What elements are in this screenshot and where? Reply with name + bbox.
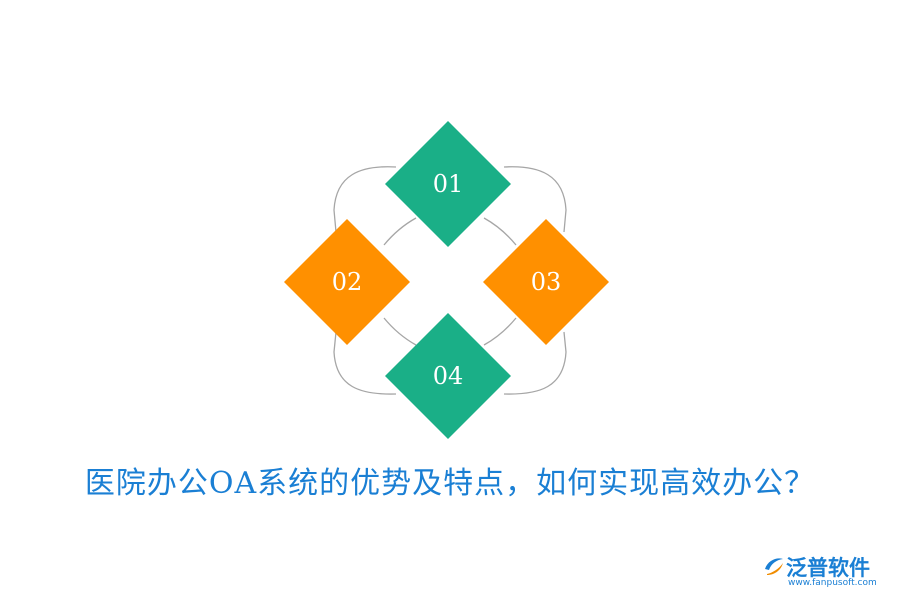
logo-icon bbox=[765, 558, 783, 575]
diamond-01-shape bbox=[385, 121, 511, 247]
diamond-04-label: 04 bbox=[433, 362, 464, 390]
connector-outer-bottom-right bbox=[503, 331, 567, 395]
connector-inner-top-left bbox=[383, 217, 417, 246]
diamond-03-shape bbox=[483, 219, 609, 345]
brand-name: 泛普软件 bbox=[786, 556, 870, 580]
page-title: 医院办公OA系统的优势及特点，如何实现高效办公？ bbox=[84, 466, 816, 501]
connector-inner-bottom-right bbox=[483, 317, 517, 346]
connector-inner-top-right bbox=[483, 217, 517, 246]
brand-url: www.fanpusoft.com bbox=[788, 578, 877, 588]
diamond-02: 02 bbox=[284, 219, 410, 345]
diamond-04: 04 bbox=[385, 313, 511, 439]
diamond-04-shape bbox=[385, 313, 511, 439]
diamond-02-label: 02 bbox=[332, 268, 363, 296]
connector-outer-bottom-left bbox=[333, 331, 397, 395]
connector-outer-top-right bbox=[503, 166, 567, 233]
connector-inner-bottom-left bbox=[383, 317, 417, 346]
connector-outer-top-left bbox=[333, 166, 397, 233]
diamond-02-shape bbox=[284, 219, 410, 345]
diamond-03: 03 bbox=[483, 219, 609, 345]
diamond-01-label: 01 bbox=[433, 170, 464, 198]
diamond-01: 01 bbox=[385, 121, 511, 247]
brand-logo[interactable]: 泛普软件 www.fanpusoft.com bbox=[762, 552, 886, 592]
connector-curves bbox=[333, 166, 567, 395]
diamond-03-label: 03 bbox=[531, 268, 562, 296]
